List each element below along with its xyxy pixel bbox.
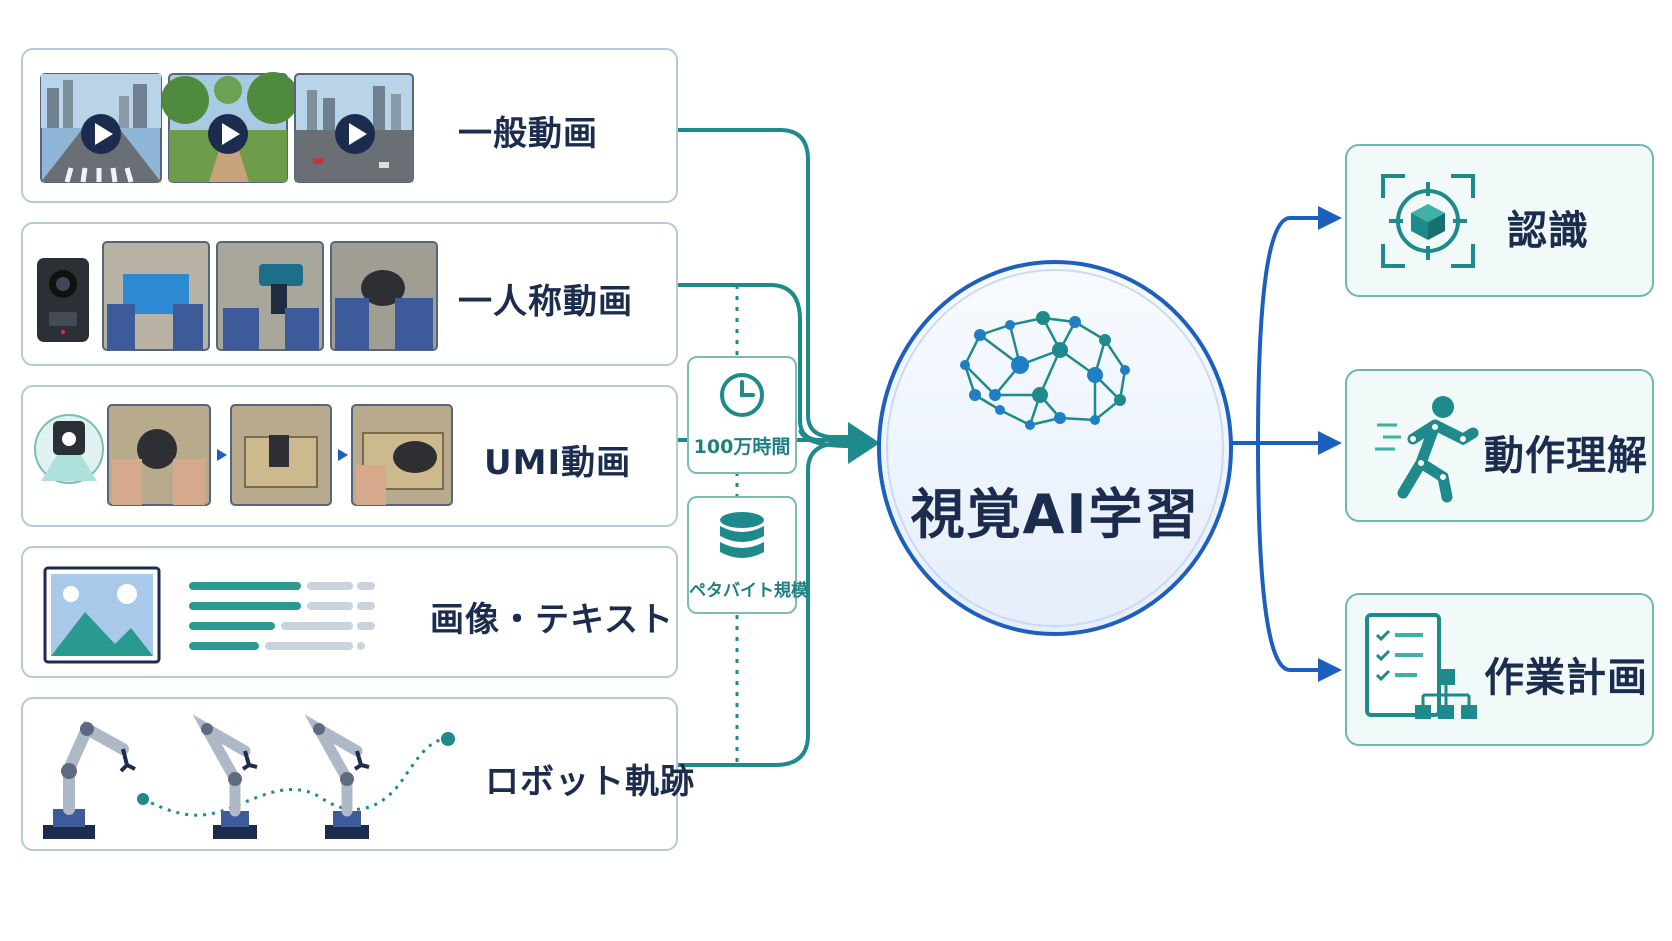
- robot-arm-3: [304, 714, 370, 839]
- umi-thumbnails: [34, 404, 453, 506]
- video-thumb-2: [161, 72, 299, 183]
- stat-label: 100万時間: [693, 436, 791, 458]
- output-planning: 作業計画: [1345, 593, 1654, 746]
- source-label: ロボット軌跡: [485, 762, 695, 802]
- output-label: 認識: [1507, 208, 1589, 254]
- stat-scale: ペタバイト規模: [687, 496, 808, 614]
- robot-arm-illustration: [43, 714, 455, 839]
- video-thumb-1: [40, 73, 162, 183]
- source-label: UMI動画: [484, 443, 632, 483]
- output-label: 作業計画: [1484, 655, 1648, 701]
- source-image-text: 画像・テキスト: [21, 546, 678, 678]
- running-figure-icon: [1375, 396, 1479, 503]
- clock-icon: [720, 373, 764, 417]
- input-connectors: [678, 128, 851, 767]
- image-text-illustration: [43, 566, 375, 664]
- robot-arm-2: [192, 714, 258, 839]
- source-umi-video: UMI動画: [21, 385, 678, 527]
- action-camera-icon: [37, 258, 89, 342]
- street-video-thumbnails: [40, 72, 414, 183]
- target-cube-icon: [1381, 174, 1475, 268]
- source-label: 画像・テキスト: [430, 600, 674, 640]
- output-label: 動作理解: [1484, 433, 1648, 479]
- robot-arm-1: [43, 720, 136, 839]
- egocentric-thumbnails: [37, 241, 438, 351]
- center-circle: [877, 260, 1233, 636]
- center-title: 視覚AI学習: [910, 483, 1201, 546]
- umi-camera-icon: [34, 414, 104, 484]
- source-robot-trajectory: ロボット軌跡: [21, 697, 694, 851]
- input-arrowhead: [848, 422, 880, 464]
- brain-nodes: [960, 311, 1130, 430]
- output-connectors: [1228, 216, 1320, 672]
- output-motion: 動作理解: [1345, 369, 1654, 522]
- stat-label: ペタバイト規模: [689, 581, 808, 601]
- source-label: 一般動画: [458, 114, 598, 154]
- stat-hours: 100万時間: [687, 356, 797, 474]
- checklist-flowchart-icon: [1365, 613, 1477, 719]
- image-icon: [43, 566, 161, 664]
- database-icon: [720, 512, 764, 558]
- video-thumb-3: [294, 73, 414, 183]
- text-lines-icon: [189, 582, 375, 650]
- source-label: 一人称動画: [458, 282, 633, 322]
- output-recognition: 認識: [1345, 144, 1654, 297]
- source-egocentric-video: 一人称動画: [21, 222, 678, 366]
- source-general-video: 一般動画: [21, 48, 678, 203]
